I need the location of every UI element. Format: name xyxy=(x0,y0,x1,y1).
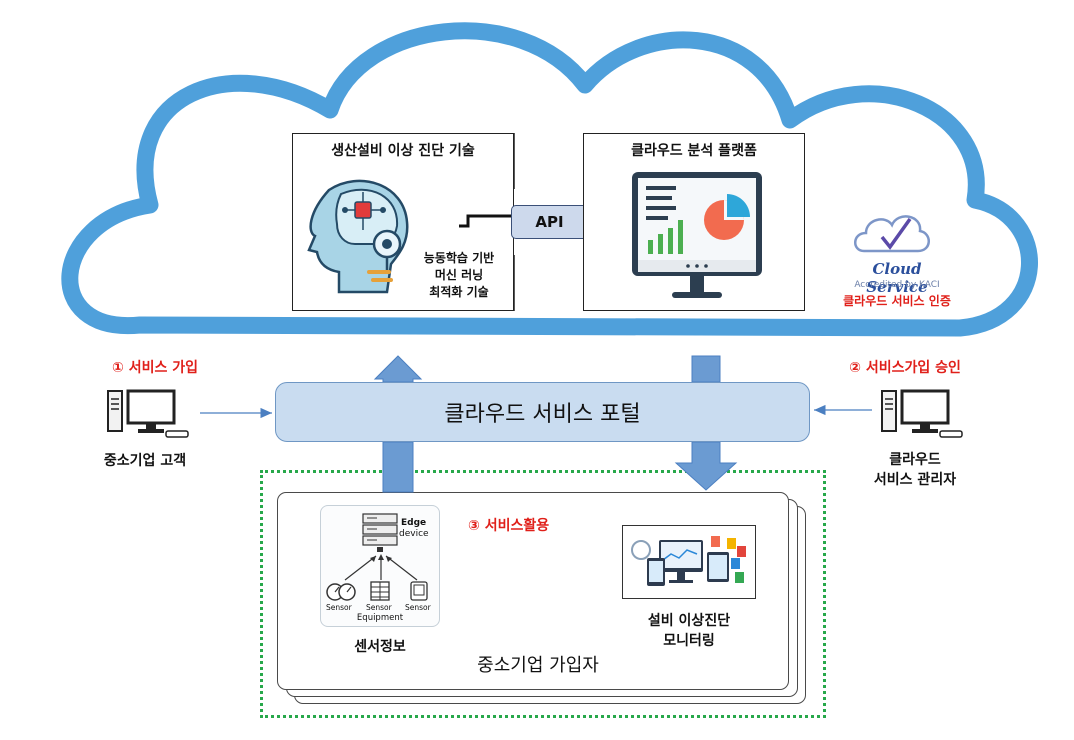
cloud-service-badge-subtitle: Accredited by KACI xyxy=(854,280,940,290)
edge-server-icon xyxy=(362,513,398,552)
subscriber-area-border xyxy=(260,470,826,718)
monitoring-label: 설비 이상진단 모니터링 xyxy=(594,611,784,651)
sensor-label-1: Sensor xyxy=(326,603,352,612)
customer-label: 중소기업 고객 xyxy=(103,453,187,469)
diagnosis-tech-title: 생산설비 이상 진단 기술 xyxy=(331,143,475,159)
subscriber-panel: Edge device Sensor Sensor Sensor Equipme… xyxy=(277,492,789,690)
ml-tech-text: 능동학습 기반 머신 러닝 최적화 기술 xyxy=(409,250,509,301)
ml-line-2: 머신 러닝 xyxy=(434,268,484,282)
edge-label-line1: Edge xyxy=(401,518,427,528)
sensor-arrows xyxy=(344,554,418,581)
portal-label: 클라우드 서비스 포털 xyxy=(444,402,641,427)
equipment-label: Equipment xyxy=(356,613,404,623)
cloud-check-icon xyxy=(854,215,930,253)
admin-label: 클라우드 서비스 관리자 xyxy=(840,450,990,490)
device-sensor-icon xyxy=(410,581,428,601)
up-arrow-to-cloud xyxy=(373,355,423,383)
edge-label-line2: device xyxy=(399,529,429,539)
edge-equipment-diagram: Edge device Sensor Sensor Sensor Equipme… xyxy=(320,505,440,627)
step1-signup-label: ① 서비스 가입 xyxy=(111,360,198,376)
cloud-service-portal: 클라우드 서비스 포털 xyxy=(275,382,810,442)
monitoring-label-line1: 설비 이상진단 xyxy=(647,613,731,629)
ml-line-1: 능동학습 기반 xyxy=(423,251,495,265)
building-sensor-icon xyxy=(370,581,390,601)
analysis-platform-title: 클라우드 분석 플랫폼 xyxy=(631,143,757,159)
customer-computer-icon xyxy=(107,389,189,438)
cloud-service-badge-title: Cloud Service xyxy=(866,260,928,296)
admin-label-line2: 서비스 관리자 xyxy=(873,472,957,488)
sensor-label-2: Sensor xyxy=(366,603,392,612)
cloud-cert-label: 클라우드 서비스 인증 xyxy=(843,294,951,308)
diagnosis-tech-box: 생산설비 이상 진단 기술 능동학습 기반 머신 러닝 최적화 기술 xyxy=(292,133,514,311)
monitoring-screens-image xyxy=(622,525,756,599)
admin-label-line1: 클라우드 xyxy=(889,452,941,468)
admin-computer-icon xyxy=(881,389,963,438)
analysis-platform-box: 클라우드 분석 플랫폼 xyxy=(583,133,805,311)
step2-approval-label: ② 서비스가입 승인 xyxy=(849,360,961,376)
up-arrow-from-subscriber xyxy=(382,441,414,493)
monitoring-label-line2: 모니터링 xyxy=(663,633,715,649)
api-box: API xyxy=(511,205,588,239)
monitoring-devices-icon xyxy=(631,536,746,586)
ml-line-3: 최적화 기술 xyxy=(429,285,489,299)
dashboard-monitor-icon xyxy=(632,172,762,298)
ai-head-icon xyxy=(307,179,409,294)
gauge-sensor-icon xyxy=(326,583,356,601)
step3-usage-label: ③ 서비스활용 xyxy=(468,518,550,534)
down-arrow-from-cloud xyxy=(691,355,721,383)
api-label: API xyxy=(535,213,564,231)
sensor-info-label: 센서정보 xyxy=(354,639,406,655)
down-arrow-to-subscriber xyxy=(674,441,738,491)
subscriber-label: 중소기업 가입자 xyxy=(477,655,599,676)
sensor-label-3: Sensor xyxy=(405,603,431,612)
